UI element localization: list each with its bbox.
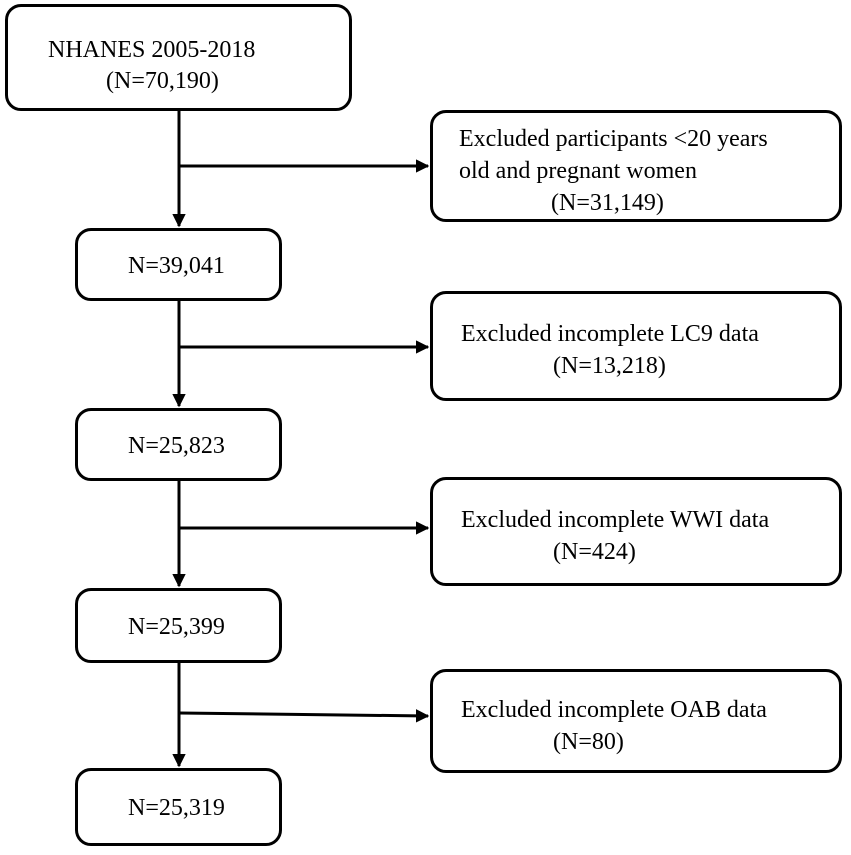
main-step-box-4: N=25,399 bbox=[75, 588, 282, 663]
main-step-2-count: N=39,041 bbox=[128, 253, 225, 279]
main-step-1-title: NHANES 2005-2018 bbox=[48, 37, 256, 63]
exclusion-box-1: Excluded participants <20 years old and … bbox=[430, 110, 842, 222]
exclusion-4-line-1: Excluded incomplete OAB data bbox=[461, 697, 767, 723]
exclusion-4-count: (N=80) bbox=[553, 729, 624, 755]
main-step-5-count: N=25,319 bbox=[128, 795, 225, 821]
main-step-4-count: N=25,399 bbox=[128, 614, 225, 640]
exclusion-3-count: (N=424) bbox=[553, 539, 636, 565]
exclusion-2-line-1: Excluded incomplete LC9 data bbox=[461, 321, 759, 347]
main-step-3-count: N=25,823 bbox=[128, 433, 225, 459]
exclusion-1-line-1: Excluded participants <20 years bbox=[459, 126, 768, 152]
exclusion-3-line-1: Excluded incomplete WWI data bbox=[461, 507, 770, 533]
main-step-box-1: NHANES 2005-2018 (N=70,190) bbox=[5, 4, 352, 111]
exclusion-1-line-2: old and pregnant women bbox=[459, 158, 697, 184]
exclusion-box-3: Excluded incomplete WWI data (N=424) bbox=[430, 477, 842, 586]
exclusion-box-4: Excluded incomplete OAB data (N=80) bbox=[430, 669, 842, 773]
exclusion-2-count: (N=13,218) bbox=[553, 353, 666, 379]
exclusion-1-count: (N=31,149) bbox=[551, 190, 664, 216]
main-step-box-3: N=25,823 bbox=[75, 408, 282, 481]
main-step-box-5: N=25,319 bbox=[75, 768, 282, 846]
exclusion-box-2: Excluded incomplete LC9 data (N=13,218) bbox=[430, 291, 842, 401]
main-step-box-2: N=39,041 bbox=[75, 228, 282, 301]
arrow-exclusion-4 bbox=[178, 709, 430, 723]
main-step-1-count: (N=70,190) bbox=[106, 68, 219, 94]
